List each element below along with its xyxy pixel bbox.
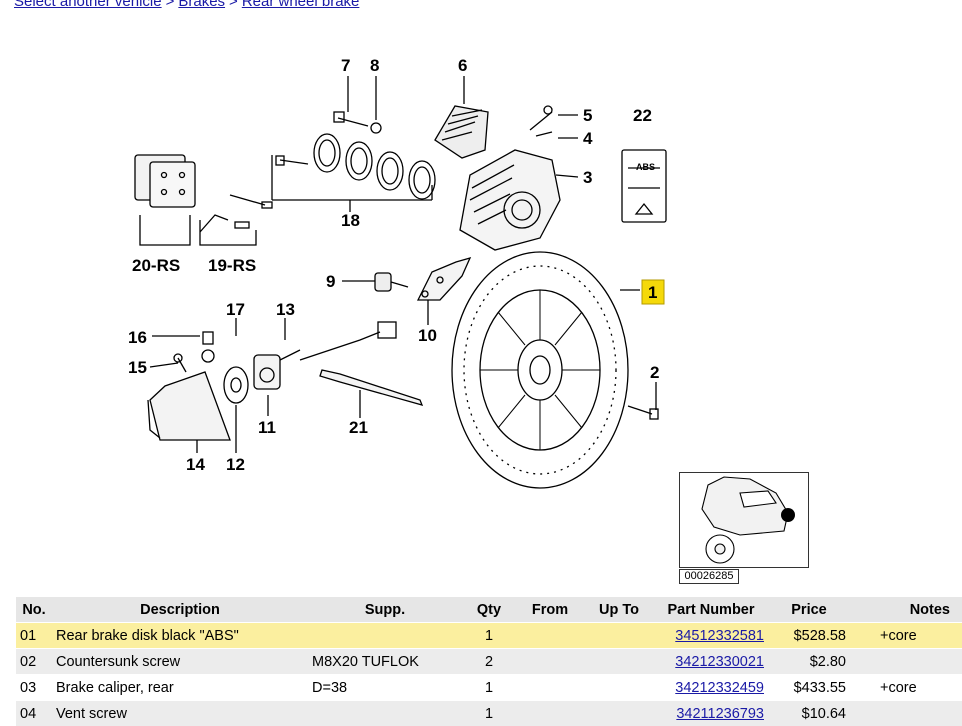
callout-4[interactable]: 4 — [583, 129, 593, 148]
col-header-supp: Supp. — [308, 597, 462, 623]
cell-part-number: 34212330021 — [654, 649, 768, 675]
callout-21[interactable]: 21 — [349, 418, 368, 437]
cell-up-to — [584, 623, 654, 649]
cell-from — [516, 623, 584, 649]
col-header-no: No. — [16, 597, 52, 623]
motorcycle-thumbnail[interactable] — [679, 472, 809, 568]
col-header-part-number: Part Number — [654, 597, 768, 623]
cell-price: $2.80 — [768, 649, 850, 675]
parts-diagram: ABS 7 8 6 5 4 3 22 18 20-RS 19-RS 9 1 10… — [0, 0, 962, 590]
cell-from — [516, 701, 584, 726]
callout-19-rs[interactable]: 19-RS — [208, 256, 256, 275]
table-row[interactable]: 04 Vent screw 1 34211236793 $10.64 — [16, 701, 962, 726]
part-number-link[interactable]: 34512332581 — [675, 628, 764, 644]
cell-qty: 1 — [462, 623, 516, 649]
col-header-from: From — [516, 597, 584, 623]
cell-qty: 2 — [462, 649, 516, 675]
cell-notes: +core — [850, 675, 962, 701]
cell-price: $10.64 — [768, 701, 850, 726]
cell-from — [516, 649, 584, 675]
cell-part-number: 34212332459 — [654, 675, 768, 701]
cell-no: 02 — [16, 649, 52, 675]
cell-description: Rear brake disk black "ABS" — [52, 623, 308, 649]
parts-table: No. Description Supp. Qty From Up To Par… — [16, 597, 962, 726]
callout-7[interactable]: 7 — [341, 56, 350, 75]
cell-part-number: 34211236793 — [654, 701, 768, 726]
part-number-link[interactable]: 34212330021 — [675, 654, 764, 670]
cell-no: 01 — [16, 623, 52, 649]
cell-notes — [850, 649, 962, 675]
callout-13[interactable]: 13 — [276, 300, 295, 319]
part-number-link[interactable]: 34212332459 — [675, 680, 764, 696]
callout-3[interactable]: 3 — [583, 168, 592, 187]
cell-no: 04 — [16, 701, 52, 726]
callout-18[interactable]: 18 — [341, 211, 360, 230]
callout-20-rs[interactable]: 20-RS — [132, 256, 180, 275]
cell-up-to — [584, 675, 654, 701]
callout-15[interactable]: 15 — [128, 358, 147, 377]
cell-description: Brake caliper, rear — [52, 675, 308, 701]
table-row[interactable]: 03 Brake caliper, rear D=38 1 3421233245… — [16, 675, 962, 701]
table-row[interactable]: 01 Rear brake disk black "ABS" 1 3451233… — [16, 623, 962, 649]
callout-10[interactable]: 10 — [418, 326, 437, 345]
callout-17[interactable]: 17 — [226, 300, 245, 319]
table-header-row: No. Description Supp. Qty From Up To Par… — [16, 597, 962, 623]
callout-11[interactable]: 11 — [258, 418, 276, 437]
part-number-link[interactable]: 34211236793 — [676, 706, 764, 722]
callout-16[interactable]: 16 — [128, 328, 147, 347]
callout-2[interactable]: 2 — [650, 363, 659, 382]
motorcycle-icon — [680, 473, 808, 567]
cell-supp — [308, 701, 462, 726]
cell-description: Countersunk screw — [52, 649, 308, 675]
cell-qty: 1 — [462, 675, 516, 701]
cell-up-to — [584, 649, 654, 675]
cell-supp: M8X20 TUFLOK — [308, 649, 462, 675]
callout-1[interactable]: 1 — [648, 283, 657, 302]
cell-up-to — [584, 701, 654, 726]
callout-14[interactable]: 14 — [186, 455, 205, 474]
diagram-id: 00026285 — [679, 569, 739, 584]
cell-price: $528.58 — [768, 623, 850, 649]
col-header-price: Price — [768, 597, 850, 623]
col-header-up-to: Up To — [584, 597, 654, 623]
cell-notes — [850, 701, 962, 726]
callout-6[interactable]: 6 — [458, 56, 467, 75]
callout-5[interactable]: 5 — [583, 106, 592, 125]
cell-qty: 1 — [462, 701, 516, 726]
cell-supp: D=38 — [308, 675, 462, 701]
callout-8[interactable]: 8 — [370, 56, 379, 75]
cell-notes: +core — [850, 623, 962, 649]
cell-price: $433.55 — [768, 675, 850, 701]
table-row[interactable]: 02 Countersunk screw M8X20 TUFLOK 2 3421… — [16, 649, 962, 675]
col-header-description: Description — [52, 597, 308, 623]
cell-no: 03 — [16, 675, 52, 701]
col-header-qty: Qty — [462, 597, 516, 623]
callout-22[interactable]: 22 — [633, 106, 652, 125]
cell-from — [516, 675, 584, 701]
callout-12[interactable]: 12 — [226, 455, 245, 474]
abs-sticker-text: ABS — [636, 162, 655, 172]
cell-supp — [308, 623, 462, 649]
callout-9[interactable]: 9 — [326, 272, 335, 291]
cell-description: Vent screw — [52, 701, 308, 726]
col-header-notes: Notes — [850, 597, 962, 623]
cell-part-number: 34512332581 — [654, 623, 768, 649]
